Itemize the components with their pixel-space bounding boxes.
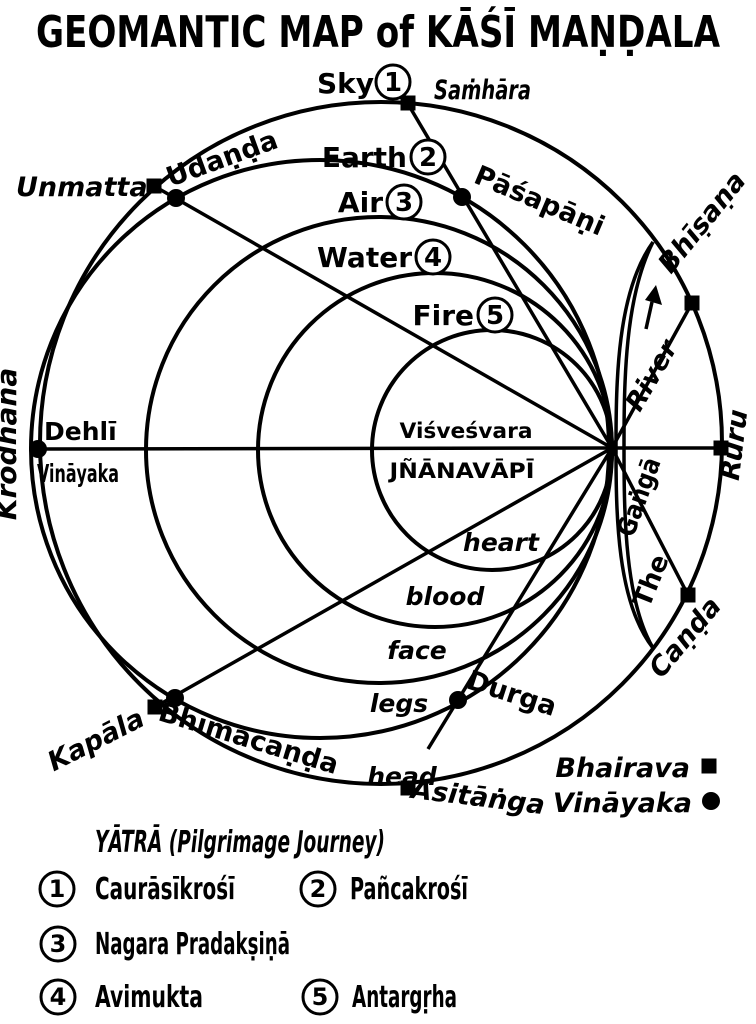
radial-lines [37, 103, 721, 750]
legend-bhairava-label: Bhairava [555, 753, 690, 784]
dot-marker-durga [449, 691, 467, 709]
key-3-number: 3 [50, 930, 67, 958]
ray-to-canda [610, 447, 690, 596]
label-jnanavapi: JÑĀNAVĀPĪ [387, 458, 534, 483]
label-kapala: Kapāla [43, 703, 150, 778]
square-marker-asitanga [400, 780, 416, 796]
ring-5-number: 5 [486, 301, 504, 331]
label-heart: heart [463, 528, 540, 557]
dot-marker-dehli [29, 440, 47, 458]
arrow-shaft [644, 301, 654, 330]
label-unmatta: Unmatta [16, 172, 148, 203]
key-1-number: 1 [49, 875, 66, 903]
ray-to-kapala [154, 446, 613, 709]
ray-to-unmatta [153, 184, 613, 450]
key-5-badge [301, 978, 339, 1016]
label-earth: Earth [322, 141, 407, 174]
label-udanda: Udaṇḍa [162, 125, 282, 194]
key-2-badge [299, 870, 337, 908]
arrow-head-icon [645, 285, 662, 305]
key-4-number: 4 [50, 983, 67, 1011]
label-head: head [367, 762, 438, 791]
legend-vinayaka-label: Vināyaka [553, 788, 692, 819]
ring-3-badge [385, 183, 423, 221]
ring-2-number: 2 [419, 143, 437, 173]
page-title: GEOMANTIC MAP of KĀŚĪ MAṆḌALA [36, 5, 720, 58]
key-2-label: Pañcakrośī [350, 872, 468, 907]
key-1-label: Caurāsīkrośī [95, 872, 235, 907]
label-sky: Sky [317, 67, 374, 100]
square-marker-unmatta [146, 178, 162, 194]
label-fire: Fire [412, 299, 474, 332]
center-labels: Viśveśvara JÑĀNAVĀPĪ [387, 419, 534, 483]
label-samhara: Saṁhāra [434, 75, 531, 106]
ray-to-dehli [37, 446, 613, 451]
dot-marker-udanda [167, 189, 185, 207]
label-water: Water [317, 241, 412, 274]
key-1-badge [38, 870, 76, 908]
key-4-badge [39, 978, 77, 1016]
label-the: The [628, 550, 676, 611]
label-blood: blood [406, 582, 486, 611]
square-marker-kapala [147, 699, 163, 715]
label-durga: Durga [463, 665, 561, 723]
square-marker-ruru [713, 440, 729, 456]
yatra-key-badges: 1 2 3 4 5 [38, 870, 339, 1016]
square-marker-samhara [400, 95, 416, 111]
key-3-badge [39, 925, 77, 963]
key-5-number: 5 [312, 983, 329, 1011]
label-face: face [387, 636, 447, 665]
ring-3-number: 3 [395, 188, 413, 218]
label-legs: legs [370, 689, 428, 718]
key-2-number: 2 [310, 875, 327, 903]
key-4-label: Avimukta [95, 980, 203, 1015]
legend-square-icon [701, 758, 717, 774]
key-3-label: Nagara Pradakṣiṇā [95, 927, 290, 962]
ray-to-bhisana [610, 302, 694, 449]
legend-dot-icon [702, 792, 720, 810]
square-marker-bhisana [684, 295, 700, 311]
label-asitanga: Asitāṅga [408, 774, 547, 821]
label-krodhana: Krodhana [0, 368, 23, 520]
ring-number-badges: 1 2 3 4 5 [374, 63, 514, 334]
yatra-key-labels: Caurāsīkrośī Pañcakrośī Nagara Pradakṣiṇ… [95, 872, 468, 1015]
label-vinayaka-site: Vināyaka [37, 459, 119, 488]
bhairava-markers [146, 95, 729, 796]
ring-2-badge [409, 138, 447, 176]
label-bhisana: Bhīṣaṇa [652, 166, 752, 279]
yatra-heading: YĀTRĀ (Pilgrimage Journey) [95, 824, 385, 860]
label-air: Air [338, 186, 383, 219]
element-labels: Sky Earth Air Water Fire [317, 67, 474, 332]
dot-marker-bhimacanda [166, 689, 184, 707]
square-marker-canda [680, 587, 696, 603]
map-legend: Bhairava Vināyaka [553, 753, 720, 819]
label-dehli: Dehlī [44, 417, 117, 446]
ring-1-number: 1 [384, 68, 402, 98]
key-5-label: Antargṛha [352, 980, 457, 1015]
label-visvesvara: Viśveśvara [400, 419, 533, 443]
body-part-labels: heart blood face legs head [367, 528, 540, 791]
vinayaka-markers [29, 188, 471, 709]
ring-4-badge [414, 238, 452, 276]
label-river: River [620, 334, 685, 417]
river-flow-arrow [644, 285, 662, 330]
dot-marker-pasapani [453, 188, 471, 206]
ring-4-number: 4 [424, 243, 442, 273]
ring-1-badge [374, 63, 412, 101]
ring-5-badge [476, 296, 514, 334]
yatra-key: YĀTRĀ (Pilgrimage Journey) 1 2 3 4 5 Cau… [38, 824, 468, 1016]
